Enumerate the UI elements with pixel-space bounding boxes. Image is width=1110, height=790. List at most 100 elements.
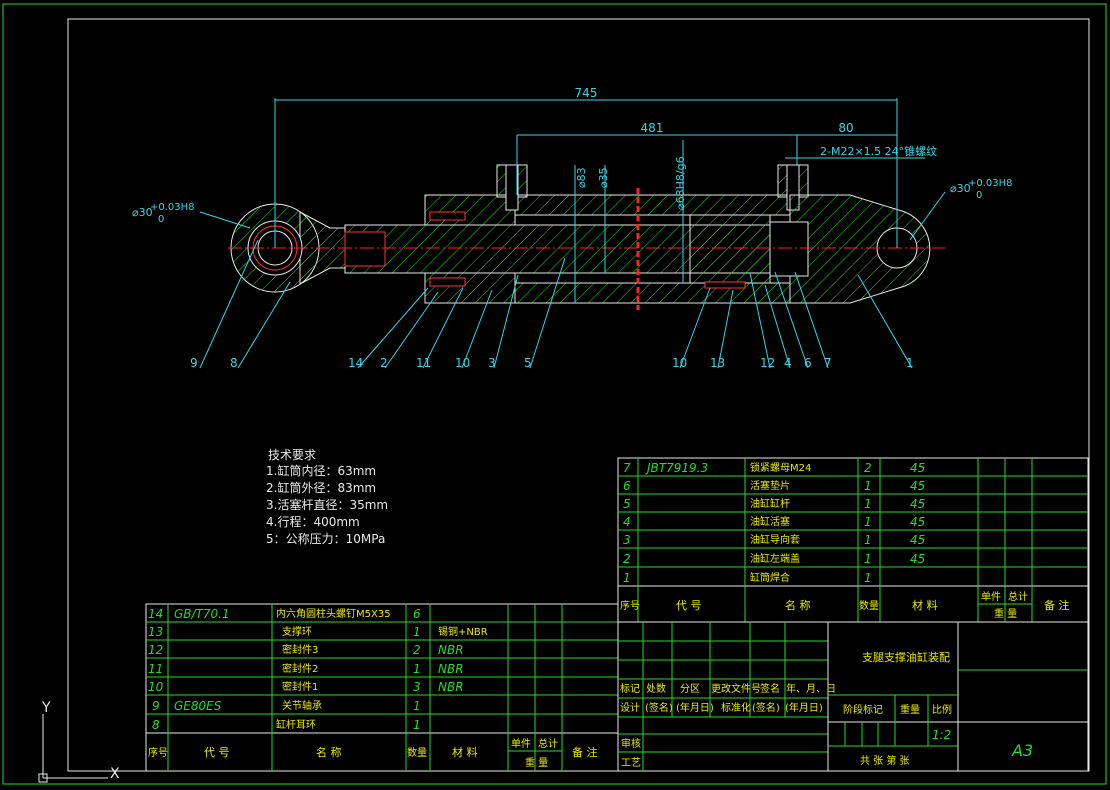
title-count: 处数 <box>646 682 666 695</box>
title-design: 设计 <box>620 701 640 714</box>
drawing-name: 支腿支撑油缸装配 <box>862 650 950 664</box>
bom-header-unit: 单件 <box>511 738 531 750</box>
bom-cell: 1 <box>413 718 421 732</box>
bom-cell: 10 <box>148 680 164 694</box>
dim-rod-dia: ⌀35 <box>597 167 610 188</box>
bom-cell: 缸杆耳环 <box>276 718 316 731</box>
balloon: 11 <box>416 356 431 370</box>
cylinder-assembly <box>228 164 945 310</box>
bom-cell: 锁紧螺母M24 <box>750 461 811 474</box>
dim-stroke-span: 481 <box>641 121 664 135</box>
bom-header-remark: 备 注 <box>572 745 598 759</box>
bom-cell: 1 <box>413 662 421 676</box>
dim-left-pin-dia: ⌀30 <box>132 206 153 219</box>
bom-cell: 1 <box>413 699 421 713</box>
title-standard: 标准化 <box>721 701 751 714</box>
balloon: 14 <box>348 356 363 370</box>
title-date: 年、月、日 <box>786 682 836 695</box>
part-leaders <box>199 239 913 369</box>
balloon: 5 <box>524 356 532 370</box>
bom-cell: 缸筒焊合 <box>750 571 790 584</box>
bom-lower-rows: 14 GB/T70.1 内六角圆柱头螺钉M5X35 6 13 支撑环 1 锡铜+… <box>148 607 598 769</box>
bom-header-remark: 备 注 <box>1044 598 1070 612</box>
bom-header-qty: 数量 <box>859 599 879 612</box>
ucs-icon: Y X <box>38 700 120 783</box>
bom-cell: 45 <box>910 461 925 475</box>
title-mark: 标记 <box>620 683 640 695</box>
bom-cell: 13 <box>148 625 163 639</box>
title-stage: 阶段标记 <box>843 703 883 716</box>
bom-cell: 2 <box>413 643 421 657</box>
balloon: 6 <box>804 356 812 370</box>
piston <box>689 214 771 284</box>
title-block <box>617 621 1089 772</box>
bom-header-name: 名 称 <box>316 745 342 759</box>
bom-cell: GE80ES <box>174 699 222 713</box>
bom-header-code: 代 号 <box>676 599 702 612</box>
bom-cell: GB/T70.1 <box>174 607 230 621</box>
bom-cell: 6 <box>413 607 421 621</box>
dim-right-pin-dia: ⌀30 <box>950 182 971 195</box>
title-sheets: 共 张 第 张 <box>860 754 910 767</box>
bom-cell: 1 <box>864 552 872 566</box>
bom-lower-table <box>145 603 619 772</box>
dim-port-thread: 2-M22×1.5 24°锥螺纹 <box>820 144 937 158</box>
dim-left-pin-tol-upper: +0.03H8 <box>150 202 195 213</box>
bom-cell: 密封件2 <box>282 662 318 675</box>
bom-cell: 密封件1 <box>282 680 318 693</box>
title-scale: 1:2 <box>932 728 951 742</box>
bom-cell: 油缸活塞 <box>750 515 790 528</box>
balloon: 3 <box>488 356 496 370</box>
balloon: 10 <box>672 356 687 370</box>
bom-upper-rows: 7 JBT7919.3 锁紧螺母M24 2 45 6 活塞垫片 1 45 5 油… <box>620 461 1070 620</box>
barrel-upper-wall <box>514 194 791 216</box>
bom-header-no: 序号 <box>148 746 168 759</box>
bom-header-material: 材 料 <box>912 598 938 612</box>
bom-header-unit: 单件 <box>981 591 1001 603</box>
dim-overall-length: 745 <box>575 86 598 100</box>
title-size: A3 <box>1011 741 1033 760</box>
bom-cell: 关节轴承 <box>282 699 322 712</box>
bom-cell: 45 <box>910 479 925 493</box>
gland-seal-lower <box>429 277 466 287</box>
bom-header-material: 材 料 <box>452 745 478 759</box>
bom-cell: 1 <box>864 479 872 493</box>
piston-nut <box>769 221 809 277</box>
balloon: 1 <box>906 356 914 370</box>
bom-cell: 45 <box>910 552 925 566</box>
dim-end-span: 80 <box>838 121 853 135</box>
title-weight: 重量 <box>900 703 920 716</box>
oil-port-left-hole <box>505 164 519 211</box>
bom-cell: 支撑环 <box>282 625 312 638</box>
bom-cell: 8 <box>152 718 160 732</box>
title-scale-label: 比例 <box>932 703 952 716</box>
bom-cell: 内六角圆柱头螺钉M5X35 <box>276 607 391 620</box>
balloon: 13 <box>710 356 725 370</box>
bom-header-weight: 重 量 <box>994 607 1017 620</box>
bom-cell: 2 <box>623 552 631 566</box>
bom-header-total: 总计 <box>538 737 558 750</box>
balloon: 8 <box>230 356 238 370</box>
balloon: 10 <box>455 356 470 370</box>
bom-upper-table <box>617 457 1089 623</box>
bom-cell: 3 <box>623 533 631 547</box>
bom-cell: 45 <box>910 515 925 529</box>
tech-line: 4.行程：400mm <box>266 514 360 529</box>
bom-header-no: 序号 <box>620 599 640 612</box>
bom-cell: 3 <box>413 680 421 694</box>
bom-cell: 锡铜+NBR <box>438 625 488 638</box>
bom-cell: 6 <box>623 479 631 493</box>
dim-right-pin-tol-upper: +0.03H8 <box>968 178 1013 189</box>
title-sign: 签名 <box>760 682 780 695</box>
bom-header-code: 代 号 <box>204 746 230 759</box>
bom-cell: 1 <box>864 497 872 511</box>
ucs-x-label: X <box>110 766 120 782</box>
title-block-text: 支腿支撑油缸装配 标记 处数 分区 更改文件号 签名 年、月、日 设计 (签名)… <box>620 650 1033 769</box>
bom-cell: 14 <box>148 607 163 621</box>
bom-cell: 1 <box>864 571 872 585</box>
piston-seal <box>704 281 746 289</box>
dim-bore-fit: ⌀63H8/g6 <box>674 156 687 210</box>
tech-line: 3.活塞杆直径：35mm <box>266 497 388 512</box>
bom-cell: 11 <box>148 662 163 676</box>
